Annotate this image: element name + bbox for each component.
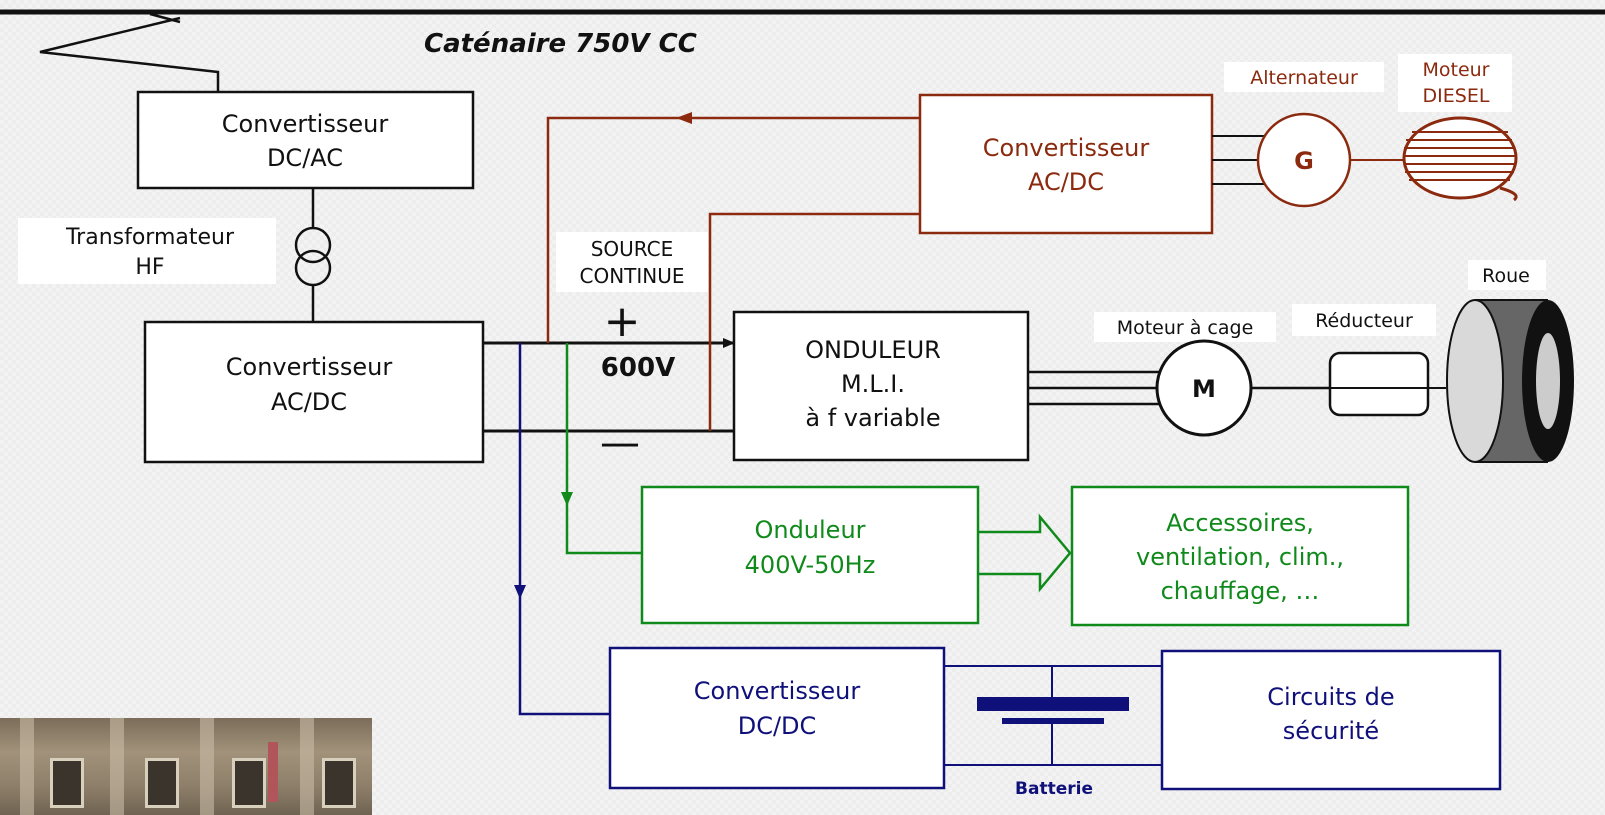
transformer-icon-bottom-coil bbox=[296, 251, 330, 285]
dcac-converter-label-1: Convertisseur bbox=[222, 110, 389, 138]
diesel-feed-arrow bbox=[676, 112, 692, 124]
transformer-label-2: HF bbox=[135, 255, 164, 280]
generator-symbol: G bbox=[1294, 147, 1314, 175]
minus-sign: — bbox=[600, 420, 640, 466]
acdc-converter-label-1: Convertisseur bbox=[226, 353, 393, 381]
pwm-inverter-label-1: ONDULEUR bbox=[805, 336, 941, 364]
plus-sign: + bbox=[604, 296, 641, 347]
source-label-1: SOURCE bbox=[591, 237, 674, 261]
motor-label: Moteur à cage bbox=[1117, 317, 1254, 339]
source-label-2: CONTINUE bbox=[579, 264, 684, 288]
photo-pillar bbox=[200, 718, 214, 815]
safety-circuits-label-1: Circuits de bbox=[1267, 683, 1394, 711]
photo-pillar bbox=[110, 718, 124, 815]
photo-pillar bbox=[20, 718, 34, 815]
reducer-icon bbox=[1330, 353, 1428, 415]
diesel-label-2: DIESEL bbox=[1423, 85, 1490, 107]
reducer-label: Réducteur bbox=[1315, 310, 1413, 332]
dcac-converter-block bbox=[138, 92, 473, 188]
diesel-label-1: Moteur bbox=[1422, 59, 1489, 81]
photo-window bbox=[232, 758, 266, 808]
diesel-acdc-block bbox=[920, 95, 1212, 233]
pantograph bbox=[40, 18, 218, 92]
safety-circuits-label-2: sécurité bbox=[1283, 717, 1379, 745]
aux-feed-arrow bbox=[561, 492, 573, 506]
battery-label: Batterie bbox=[1015, 779, 1093, 799]
photo-window bbox=[50, 758, 84, 808]
photo-window bbox=[145, 758, 179, 808]
pwm-inverter-label-2: M.L.I. bbox=[841, 370, 905, 398]
diesel-engine-icon bbox=[1404, 118, 1516, 200]
accessories-label-3: chauffage, … bbox=[1161, 577, 1320, 605]
alternator-label: Alternateur bbox=[1250, 67, 1358, 89]
diesel-acdc-label-2: AC/DC bbox=[1028, 168, 1104, 196]
wheel-icon bbox=[1447, 300, 1574, 462]
building-photo bbox=[0, 718, 372, 815]
pwm-inverter-label-3: à f variable bbox=[805, 404, 940, 432]
photo-flag bbox=[268, 742, 278, 802]
battery-icon bbox=[977, 697, 1129, 724]
accessories-label-1: Accessoires, bbox=[1166, 509, 1314, 537]
voltage-label: 600V bbox=[601, 353, 675, 383]
dcac-converter-label-2: DC/AC bbox=[267, 144, 343, 172]
aux-output-arrow bbox=[978, 517, 1070, 589]
wheel-label: Roue bbox=[1482, 265, 1530, 287]
dcdc-converter-label-1: Convertisseur bbox=[694, 677, 861, 705]
catenary-label: Caténaire 750V CC bbox=[424, 29, 697, 59]
motor-symbol: M bbox=[1192, 375, 1216, 403]
photo-pillar bbox=[300, 718, 314, 815]
safety-feed-arrow bbox=[514, 585, 526, 599]
dcdc-converter-label-2: DC/DC bbox=[738, 712, 817, 740]
safety-feed-line bbox=[520, 343, 610, 714]
acdc-converter-label-2: AC/DC bbox=[271, 388, 347, 416]
diesel-acdc-label-1: Convertisseur bbox=[983, 134, 1150, 162]
aux-inverter-label-1: Onduleur bbox=[754, 516, 865, 544]
accessories-label-2: ventilation, clim., bbox=[1136, 543, 1344, 571]
photo-window bbox=[322, 758, 356, 808]
transformer-label-1: Transformateur bbox=[65, 225, 235, 250]
aux-inverter-label-2: 400V-50Hz bbox=[745, 551, 876, 579]
